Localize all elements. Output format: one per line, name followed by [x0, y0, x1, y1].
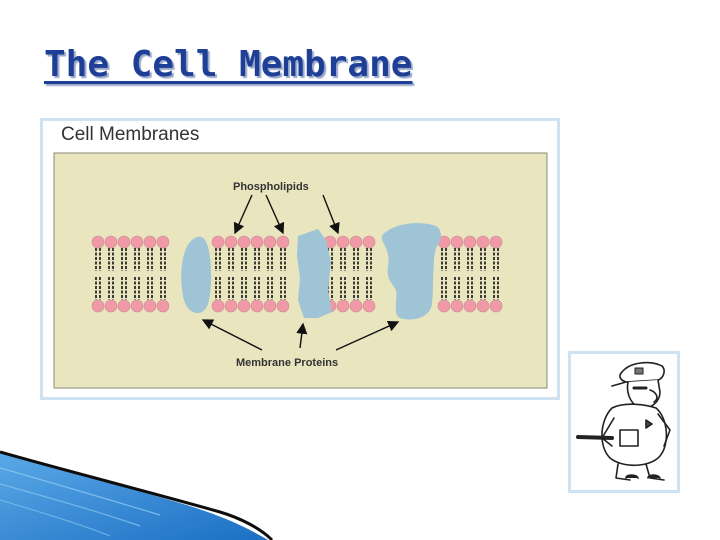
lipid-tails — [267, 248, 273, 300]
label-phospholipids: Phospholipids — [233, 181, 309, 193]
label-membrane-proteins: Membrane Proteins — [236, 357, 338, 369]
lipid-tails — [340, 248, 346, 300]
lipid-tails — [134, 248, 140, 300]
membrane-protein-3 — [381, 223, 441, 320]
lipid-head — [156, 235, 170, 249]
lipid-tails — [280, 248, 286, 300]
lipid-tails — [454, 248, 460, 300]
membrane-protein-1 — [181, 236, 212, 314]
lipid-head — [349, 299, 363, 313]
lipid-head — [156, 299, 170, 313]
lipid-tails — [241, 248, 247, 300]
lipid-tails — [108, 248, 114, 300]
lipid-tails — [467, 248, 473, 300]
lipid-head — [143, 299, 157, 313]
lipid-head — [489, 299, 503, 313]
lipid-tails — [228, 248, 234, 300]
lipid-head — [237, 235, 251, 249]
lipid-head — [211, 235, 225, 249]
lipid-head — [263, 235, 277, 249]
lipid-head — [450, 299, 464, 313]
lipid-head — [450, 235, 464, 249]
lipid-tails — [493, 248, 499, 300]
lipid-head — [104, 235, 118, 249]
lipid-tails — [353, 248, 359, 300]
lipid-tails — [95, 248, 101, 300]
lipid-head — [463, 299, 477, 313]
lipid-head — [91, 235, 105, 249]
lipid-tails — [254, 248, 260, 300]
lipid-tails — [441, 248, 447, 300]
membrane-protein-2 — [297, 229, 332, 318]
lipid-head — [130, 235, 144, 249]
slide-title: The Cell Membrane — [44, 44, 413, 85]
lipid-head — [437, 299, 451, 313]
lipid-head — [117, 235, 131, 249]
lipid-head — [362, 235, 376, 249]
lipid-head — [476, 235, 490, 249]
lipid-tails — [215, 248, 221, 300]
lipid-head — [250, 235, 264, 249]
lipid-head — [336, 235, 350, 249]
lipid-tails — [160, 248, 166, 300]
lipid-head — [250, 299, 264, 313]
lipid-head — [237, 299, 251, 313]
lipid-head — [104, 299, 118, 313]
lipid-head — [476, 299, 490, 313]
lipid-head — [130, 299, 144, 313]
lipid-head — [224, 299, 238, 313]
lipid-tails — [147, 248, 153, 300]
lipid-head — [276, 235, 290, 249]
lipid-head — [263, 299, 277, 313]
lipid-tails — [480, 248, 486, 300]
lipid-head — [336, 299, 350, 313]
lipid-head — [91, 299, 105, 313]
lipid-head — [143, 235, 157, 249]
lipid-head — [276, 299, 290, 313]
lipid-head — [224, 235, 238, 249]
lipid-head — [211, 299, 225, 313]
lipid-head — [117, 299, 131, 313]
lipid-head — [463, 235, 477, 249]
lipid-head — [349, 235, 363, 249]
lipid-head — [362, 299, 376, 313]
lipid-head — [489, 235, 503, 249]
diagram-heading: Cell Membranes — [61, 124, 200, 145]
lipid-tails — [121, 248, 127, 300]
lipid-tails — [366, 248, 372, 300]
